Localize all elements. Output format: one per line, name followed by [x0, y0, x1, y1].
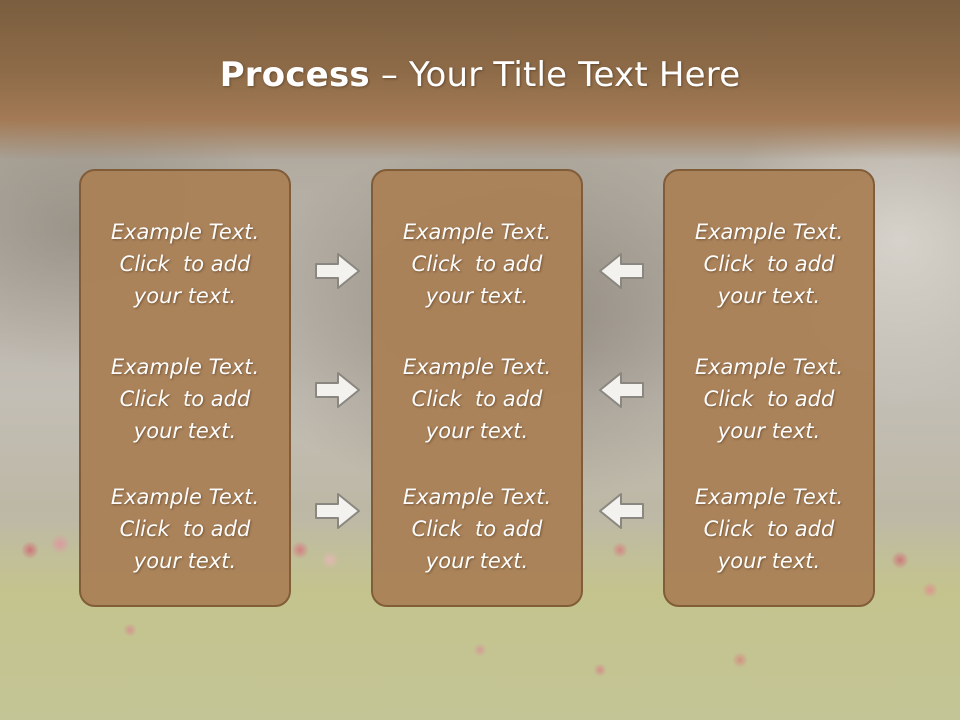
process-box-right[interactable]: Example Text. Click to add your text. Ex…	[663, 169, 875, 607]
text-line: Click to add	[703, 252, 835, 276]
text-line: Example Text.	[110, 220, 260, 244]
text-block[interactable]: Example Text. Click to add your text.	[373, 481, 581, 577]
text-line: your text.	[133, 419, 237, 443]
process-box-left[interactable]: Example Text. Click to add your text. Ex…	[79, 169, 291, 607]
text-line: Click to add	[119, 252, 251, 276]
slide-title[interactable]: Process – Your Title Text Here	[0, 54, 960, 96]
arrow-left-icon	[597, 491, 645, 531]
text-line: your text.	[133, 549, 237, 573]
title-rest: – Your Title Text Here	[369, 55, 741, 95]
arrow-right-icon	[314, 370, 362, 410]
text-line: Example Text.	[402, 355, 552, 379]
text-block[interactable]: Example Text. Click to add your text.	[665, 216, 873, 312]
text-block[interactable]: Example Text. Click to add your text.	[81, 481, 289, 577]
text-block[interactable]: Example Text. Click to add your text.	[665, 481, 873, 577]
text-block[interactable]: Example Text. Click to add your text.	[81, 216, 289, 312]
arrow-right-icon	[314, 251, 362, 291]
text-line: Example Text.	[402, 485, 552, 509]
text-block[interactable]: Example Text. Click to add your text.	[373, 216, 581, 312]
arrow-right-icon	[314, 491, 362, 531]
text-line: your text.	[717, 419, 821, 443]
text-line: your text.	[425, 549, 529, 573]
text-line: Click to add	[703, 517, 835, 541]
text-block[interactable]: Example Text. Click to add your text.	[373, 351, 581, 447]
text-line: Example Text.	[694, 485, 844, 509]
process-box-center[interactable]: Example Text. Click to add your text. Ex…	[371, 169, 583, 607]
text-line: Click to add	[119, 387, 251, 411]
text-line: your text.	[717, 284, 821, 308]
text-line: your text.	[425, 419, 529, 443]
text-line: Example Text.	[110, 355, 260, 379]
arrow-left-icon	[597, 251, 645, 291]
text-line: your text.	[425, 284, 529, 308]
text-line: Example Text.	[110, 485, 260, 509]
text-line: Click to add	[411, 517, 543, 541]
text-line: Example Text.	[694, 355, 844, 379]
text-line: Example Text.	[402, 220, 552, 244]
text-block[interactable]: Example Text. Click to add your text.	[81, 351, 289, 447]
text-line: your text.	[133, 284, 237, 308]
header-band	[0, 0, 960, 160]
text-line: Example Text.	[694, 220, 844, 244]
text-block[interactable]: Example Text. Click to add your text.	[665, 351, 873, 447]
arrow-left-icon	[597, 370, 645, 410]
text-line: Click to add	[411, 252, 543, 276]
text-line: your text.	[717, 549, 821, 573]
text-line: Click to add	[119, 517, 251, 541]
text-line: Click to add	[411, 387, 543, 411]
title-bold: Process	[219, 55, 370, 95]
text-line: Click to add	[703, 387, 835, 411]
